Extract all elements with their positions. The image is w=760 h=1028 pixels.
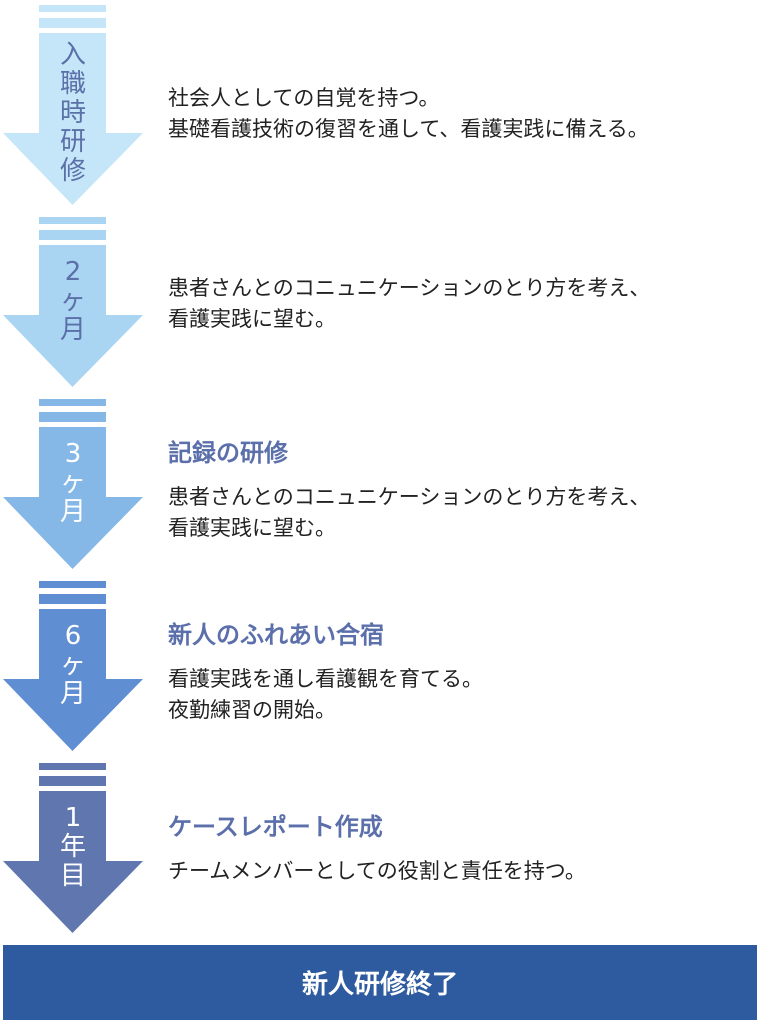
training-complete-banner: 新人研修終了 [3,945,757,1020]
arrow-shape [3,427,143,569]
arrow-stripe [39,230,106,240]
arrow-stripe [39,217,106,224]
stage-description-line: 看護実践に望む。 [168,516,336,540]
stage-period-char: 職 [59,69,86,99]
stage-heading: 記録の研修 [168,439,288,467]
stage-description: ケースレポート作成チームメンバーとしての役割と責任を持つ。 [168,812,586,887]
stage-description-line: 夜勤練習の開始。 [168,698,336,722]
stage-period-char: 2 [64,257,82,287]
stage-period-char: 月 [59,315,86,345]
stage-period-char: 研 [59,127,86,157]
stage-period-char: 入 [59,40,86,70]
stage-description: 記録の研修患者さんとのコニュニケーションのとり方を考え、看護実践に望む。 [168,438,650,544]
down-arrow-icon [3,217,143,387]
stage-description: 患者さんとのコニュニケーションのとり方を考え、看護実践に望む。 [168,273,650,335]
stage-period-label: 入職時研修 [39,41,107,186]
stage-description-line: 社会人としての自覚を持つ。 [168,86,440,110]
stage-period-char: ヶ [59,468,86,498]
stage-period-char: 1 [64,803,82,833]
arrow-shape [3,245,143,387]
stage-description-line: 患者さんとのコニュニケーションのとり方を考え、 [168,485,651,509]
arrow-stripe [39,594,106,604]
stage-heading: 新人のふれあい合宿 [168,621,384,649]
down-arrow-icon [3,763,143,933]
stage-period-char: ヶ [59,286,86,316]
arrow-stripe [39,776,106,786]
stage-period-char: 3 [64,439,82,469]
stage-period-char: 時 [59,98,86,128]
stage-period-char: 年 [59,832,86,862]
stage-description-line: チームメンバーとしての役割と責任を持つ。 [168,859,586,883]
arrow-stripe [39,5,106,12]
timeline-stage: 入職時研修社会人としての自覚を持つ。基礎看護技術の復習を通して、看護実践に備える… [0,5,760,205]
arrow-stripe [39,581,106,588]
stage-period-char: 修 [59,156,86,186]
stage-description-line: 基礎看護技術の復習を通して、看護実践に備える。 [168,117,649,141]
stage-period-char: 目 [59,861,86,891]
arrow-stripe [39,399,106,406]
down-arrow-icon [3,5,143,205]
stage-description-line: 看護実践を通し看護観を育てる。 [168,667,483,691]
arrow-shape [3,609,143,751]
stage-period-char: 月 [59,497,86,527]
footer-label: 新人研修終了 [301,970,458,1000]
arrow-stripe [39,18,106,28]
arrow-shape [3,791,143,933]
stage-period-char: ヶ [59,650,86,680]
arrow-stripe [39,412,106,422]
arrow-shape [3,33,143,205]
stage-period-char: 6 [64,621,82,651]
arrow-stripe [39,763,106,770]
stage-heading: ケースレポート作成 [168,813,383,841]
stage-description-line: 看護実践に望む。 [168,307,336,331]
down-arrow-icon [3,399,143,569]
stage-description: 社会人としての自覚を持つ。基礎看護技術の復習を通して、看護実践に備える。 [168,83,649,145]
stage-description-line: 患者さんとのコニュニケーションのとり方を考え、 [168,276,651,300]
stage-period-char: 月 [59,679,86,709]
down-arrow-icon [3,581,143,751]
stage-description: 新人のふれあい合宿看護実践を通し看護観を育てる。夜勤練習の開始。 [168,620,483,726]
